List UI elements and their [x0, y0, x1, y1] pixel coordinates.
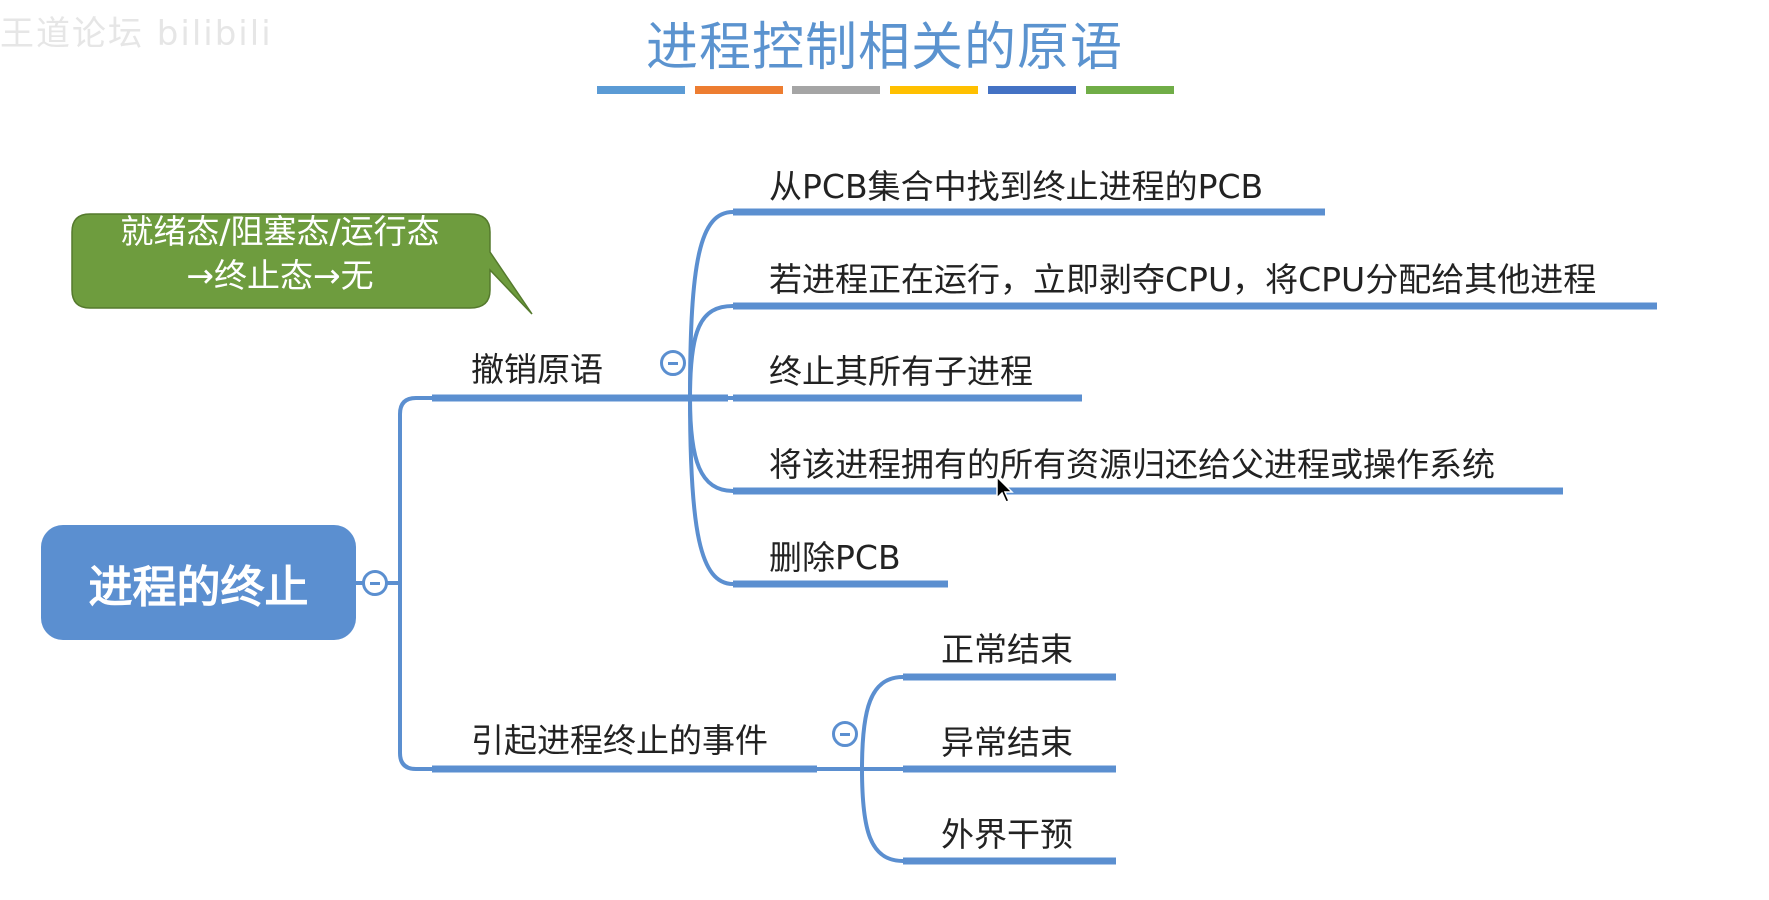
watermark: 王道论坛 bilibili: [0, 14, 273, 54]
title-color-bar-1: [597, 86, 685, 94]
event-normal-end[interactable]: 正常结束: [941, 630, 1073, 669]
title-color-bar-5: [988, 86, 1076, 94]
root-collapse-icon[interactable]: [362, 570, 388, 596]
revoke-step-1[interactable]: 从PCB集合中找到终止进程的PCB: [769, 167, 1264, 206]
callout-bubble: [71, 213, 533, 315]
branch-events-collapse-icon[interactable]: [832, 721, 858, 747]
callout-line-2: →终止态→无: [186, 256, 374, 295]
revoke-step-5[interactable]: 删除PCB: [769, 538, 901, 577]
event-external-intervention[interactable]: 外界干预: [941, 815, 1073, 854]
revoke-step-3[interactable]: 终止其所有子进程: [769, 352, 1033, 391]
branch-revoke-collapse-icon[interactable]: [660, 350, 686, 376]
page-title: 进程控制相关的原语: [645, 18, 1123, 78]
title-color-bar-6: [1086, 86, 1174, 94]
title-color-bar-4: [890, 86, 978, 94]
branch-termination-events[interactable]: 引起进程终止的事件: [471, 721, 768, 760]
root-node[interactable]: 进程的终止: [41, 525, 356, 640]
state-transition-callout: 就绪态/阻塞态/运行态 →终止态→无: [74, 210, 486, 298]
callout-line-1: 就绪态/阻塞态/运行态: [120, 212, 440, 251]
title-color-bar-3: [792, 86, 880, 94]
branch-revoke-primitive[interactable]: 撤销原语: [471, 350, 603, 389]
event-abnormal-end[interactable]: 异常结束: [941, 723, 1073, 762]
revoke-step-2[interactable]: 若进程正在运行，立即剥夺CPU，将CPU分配给其他进程: [769, 260, 1597, 299]
mouse-pointer-icon: [996, 476, 1014, 503]
title-color-bar-2: [695, 86, 783, 94]
revoke-step-4[interactable]: 将该进程拥有的所有资源归还给父进程或操作系统: [769, 445, 1495, 484]
